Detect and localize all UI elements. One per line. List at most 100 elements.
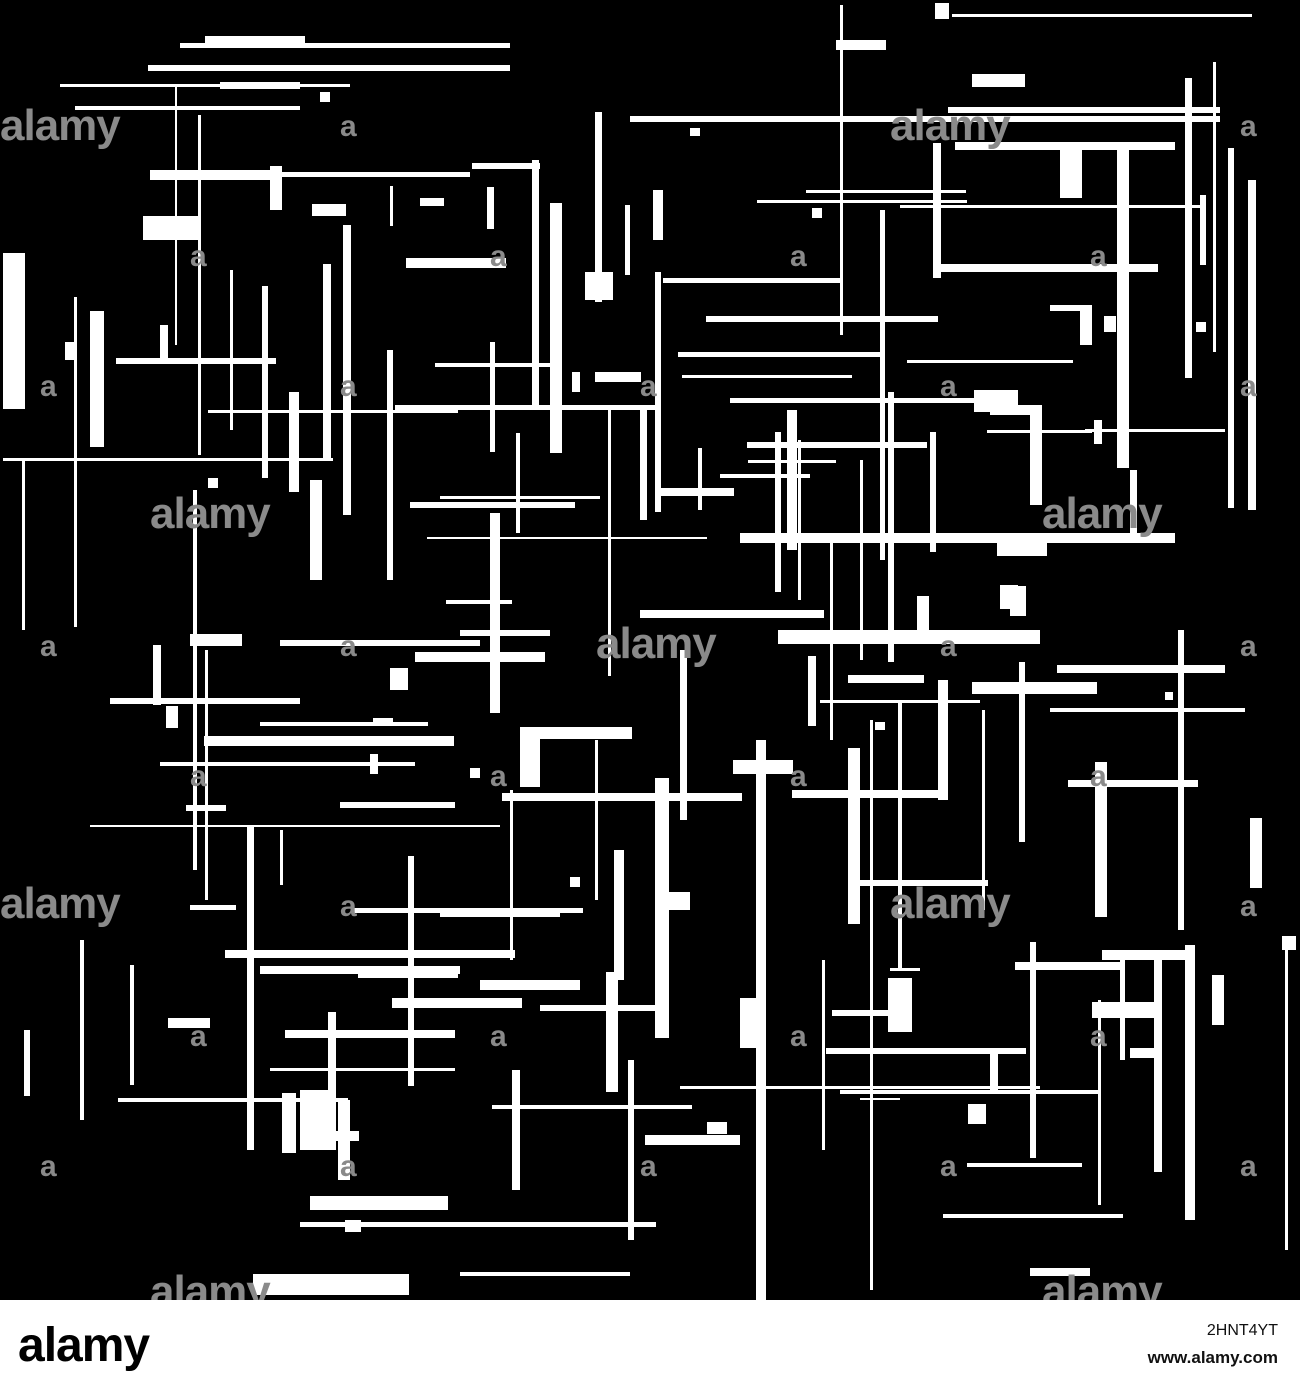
abstract-line-artwork [3,3,1296,1300]
line-stroke [948,107,1220,113]
line-stroke [860,460,863,660]
line-stroke [972,74,1025,87]
line-stroke [1095,762,1107,917]
line-stroke [808,656,816,726]
line-stroke [512,1070,520,1190]
watermark-glyph: a [190,240,207,273]
watermark-text: alamy [890,101,1011,150]
line-stroke [1117,148,1129,468]
line-stroke [205,36,305,44]
line-stroke [327,1131,359,1141]
line-stroke [972,682,1097,694]
line-stroke [1130,470,1137,540]
watermark-glyph: a [40,630,57,663]
line-stroke [595,112,602,302]
line-stroke [208,478,218,488]
line-stroke [1165,692,1173,700]
line-stroke [160,325,168,363]
line-stroke [1212,975,1224,1025]
watermark-glyph: a [940,1150,957,1183]
line-stroke [858,880,988,886]
line-stroke [875,722,885,730]
line-stroke [148,65,510,71]
line-stroke [720,474,810,478]
line-stroke [660,892,690,910]
line-stroke [806,190,966,193]
line-stroke [1030,942,1036,1158]
line-stroke [370,754,378,774]
line-stroke [373,718,393,726]
line-stroke [90,311,104,447]
line-stroke [680,650,687,820]
line-stroke [955,142,1175,150]
line-stroke [1282,936,1296,950]
line-stroke [1015,962,1125,970]
watermark-glyph: a [40,370,57,403]
line-stroke [80,940,84,1120]
line-stroke [260,722,428,726]
watermark-glyph: a [340,1150,357,1183]
line-stroke [516,433,520,533]
line-stroke [698,448,702,510]
line-stroke [822,960,825,1150]
line-stroke [1130,1048,1160,1058]
line-stroke [280,830,283,885]
line-stroke [968,1104,986,1124]
line-stroke [907,360,1073,363]
line-stroke [840,1090,1100,1094]
line-stroke [190,905,236,910]
line-stroke [343,225,351,515]
line-stroke [1085,429,1225,432]
line-stroke [460,630,550,636]
line-stroke [143,216,198,240]
line-stroke [655,272,661,512]
line-stroke [840,5,843,335]
line-stroke [888,392,894,662]
line-stroke [640,470,647,520]
line-stroke [595,740,598,900]
line-stroke [1030,405,1042,505]
line-stroke [1102,950,1192,960]
line-stroke [680,1086,1040,1089]
line-stroke [427,537,707,539]
line-stroke [1154,952,1162,1172]
line-stroke [204,736,454,746]
line-stroke [630,116,1220,122]
line-stroke [353,908,583,913]
line-stroke [230,270,233,430]
line-stroke [678,352,883,357]
line-stroke [608,406,611,676]
line-stroke [1185,945,1195,1220]
line-stroke [848,748,860,924]
line-stroke [282,1093,296,1153]
line-stroke [260,966,460,974]
watermark-glyph: a [790,240,807,273]
line-stroke [595,372,641,382]
line-stroke [205,650,208,900]
watermark-glyph: a [1240,1150,1257,1183]
line-stroke [1213,62,1216,352]
line-stroke [757,200,967,203]
line-stroke [1185,78,1192,378]
line-stroke [520,737,540,787]
line-stroke [285,1030,455,1038]
line-stroke [198,115,201,455]
line-stroke [990,1052,998,1094]
line-stroke [787,410,797,550]
line-stroke [1196,322,1206,332]
line-stroke [997,540,1047,556]
line-stroke [440,912,560,917]
line-stroke [898,700,902,970]
line-stroke [1248,180,1256,510]
line-stroke [1120,950,1125,1060]
line-stroke [116,358,276,364]
line-stroke [730,398,974,403]
line-stroke [280,640,480,646]
line-stroke [502,793,742,801]
watermark-glyph: a [640,370,657,403]
watermark-text: alamy [1042,489,1163,538]
line-stroke [60,84,350,87]
line-stroke [656,488,734,496]
line-stroke [220,82,300,89]
